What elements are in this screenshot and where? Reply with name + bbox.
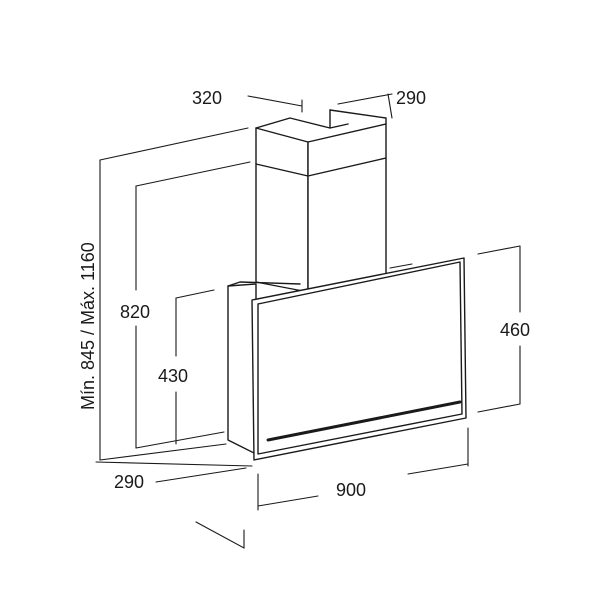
glass-front-panel <box>251 257 467 461</box>
chimney-top-notch <box>329 109 349 129</box>
dim-900-line-right <box>407 463 469 475</box>
dim-430-top-ext <box>175 289 215 299</box>
label-overall-height: Mín. 845 / Máx. 1160 <box>78 242 98 410</box>
dim-820-top-ext <box>135 161 251 187</box>
dim-290-bottom-baseline <box>95 461 253 467</box>
label-bottom-depth: 290 <box>114 472 144 492</box>
label-top-depth: 320 <box>192 88 222 108</box>
label-panel-height: 460 <box>500 320 530 340</box>
dim-900-line-left <box>257 495 319 507</box>
label-height-820: 820 <box>120 302 150 322</box>
dim-290-bottom-line <box>155 467 247 483</box>
chimney-top-left-edge <box>255 117 331 129</box>
dim-bottom-ext-long <box>99 443 227 461</box>
dim-bottom-ext-short <box>135 431 225 449</box>
dim-460-top-ext <box>477 245 521 255</box>
dimension-labels: 320 290 Mín. 845 / Máx. 1160 820 430 460… <box>78 88 530 500</box>
label-width: 900 <box>336 480 366 500</box>
dim-460-bottom-ext <box>477 403 521 413</box>
dim-290-top-tick <box>387 93 393 119</box>
hood-body <box>227 257 467 461</box>
glass-panel-inner-edge <box>257 261 463 455</box>
label-height-430: 430 <box>158 366 188 386</box>
dim-290-top-line <box>337 93 393 105</box>
chimney-top-right-edge <box>329 109 387 125</box>
depth-indicator <box>195 521 245 549</box>
dim-320-line <box>247 95 303 107</box>
chimney-inner-edge-left <box>255 163 309 177</box>
label-top-width: 290 <box>396 88 426 108</box>
chimney <box>255 109 387 293</box>
dimension-lines <box>95 93 521 549</box>
hood-top-edge <box>227 281 301 287</box>
chimney-left-face <box>255 127 309 293</box>
chimney-inner-edge-front <box>307 157 387 177</box>
dim-overall-top-ext <box>99 127 249 161</box>
control-strip <box>266 400 462 442</box>
panel-top-shadow <box>389 263 413 269</box>
chimney-front-face <box>307 123 387 293</box>
